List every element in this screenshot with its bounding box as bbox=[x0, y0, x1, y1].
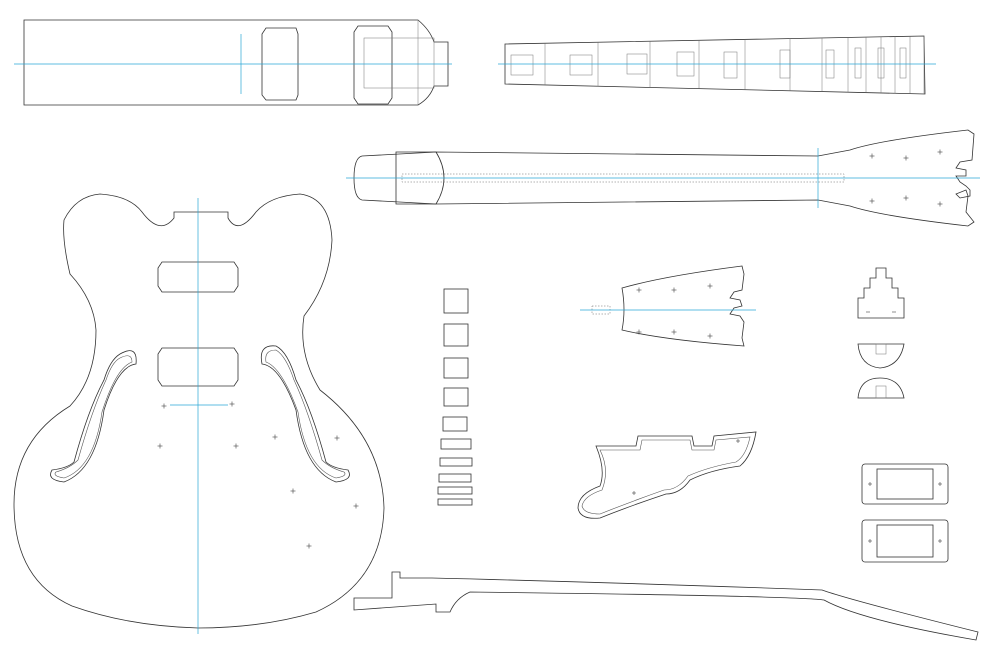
inlay-block bbox=[439, 457, 473, 467]
mounting-hole-mark bbox=[869, 198, 875, 204]
mounting-hole-mark bbox=[306, 543, 312, 549]
mounting-hole-mark bbox=[229, 401, 235, 407]
fret-inlay-mark bbox=[854, 47, 862, 79]
neck-side-profile bbox=[353, 571, 979, 641]
bridge-saddle-top bbox=[857, 343, 905, 369]
mounting-hole-mark bbox=[869, 153, 875, 159]
mounting-hole-mark bbox=[671, 329, 677, 335]
inlay-block bbox=[443, 323, 469, 347]
mounting-hole-mark bbox=[903, 195, 909, 201]
inlay-block bbox=[442, 416, 468, 432]
truss-rod-cover bbox=[857, 267, 905, 319]
fret-inlay-mark bbox=[723, 51, 738, 79]
neck-top-template bbox=[346, 129, 980, 227]
mounting-hole-mark bbox=[290, 488, 296, 494]
inlay-block bbox=[438, 473, 472, 483]
mounting-hole-mark bbox=[353, 503, 359, 509]
mounting-hole-mark bbox=[707, 283, 713, 289]
fret-inlay-mark bbox=[510, 54, 534, 76]
mounting-hole-mark bbox=[636, 329, 642, 335]
inlay-block bbox=[443, 357, 469, 379]
inlay-block bbox=[437, 498, 473, 506]
bridge-saddle-bottom bbox=[857, 377, 905, 399]
mounting-hole-mark bbox=[233, 443, 239, 449]
guitar-body-template bbox=[13, 193, 385, 634]
inlay-block bbox=[440, 438, 472, 450]
mounting-hole-mark bbox=[334, 435, 340, 441]
mounting-hole-mark bbox=[272, 434, 278, 440]
pickup-ring-bridge bbox=[861, 519, 949, 563]
mounting-hole-mark bbox=[937, 149, 943, 155]
pickup-ring-neck bbox=[861, 463, 949, 505]
inlay-block bbox=[437, 486, 473, 495]
mounting-hole-mark bbox=[161, 403, 167, 409]
mounting-hole-mark bbox=[636, 287, 642, 293]
fret-inlay-set bbox=[437, 288, 473, 506]
body-back-template bbox=[14, 19, 452, 106]
headstock-template bbox=[580, 265, 756, 347]
inlay-block bbox=[443, 288, 469, 314]
pickguard bbox=[577, 431, 757, 519]
fret-inlay-mark bbox=[569, 54, 593, 76]
inlay-block bbox=[443, 387, 469, 407]
mounting-hole-mark bbox=[937, 201, 943, 207]
mounting-hole-mark bbox=[707, 333, 713, 339]
fretboard-template bbox=[498, 35, 936, 95]
mounting-hole-mark bbox=[157, 443, 163, 449]
fret-inlay-mark bbox=[877, 47, 885, 79]
fret-inlay-mark bbox=[899, 47, 907, 79]
mounting-hole-mark bbox=[903, 155, 909, 161]
mounting-hole-mark bbox=[671, 287, 677, 293]
